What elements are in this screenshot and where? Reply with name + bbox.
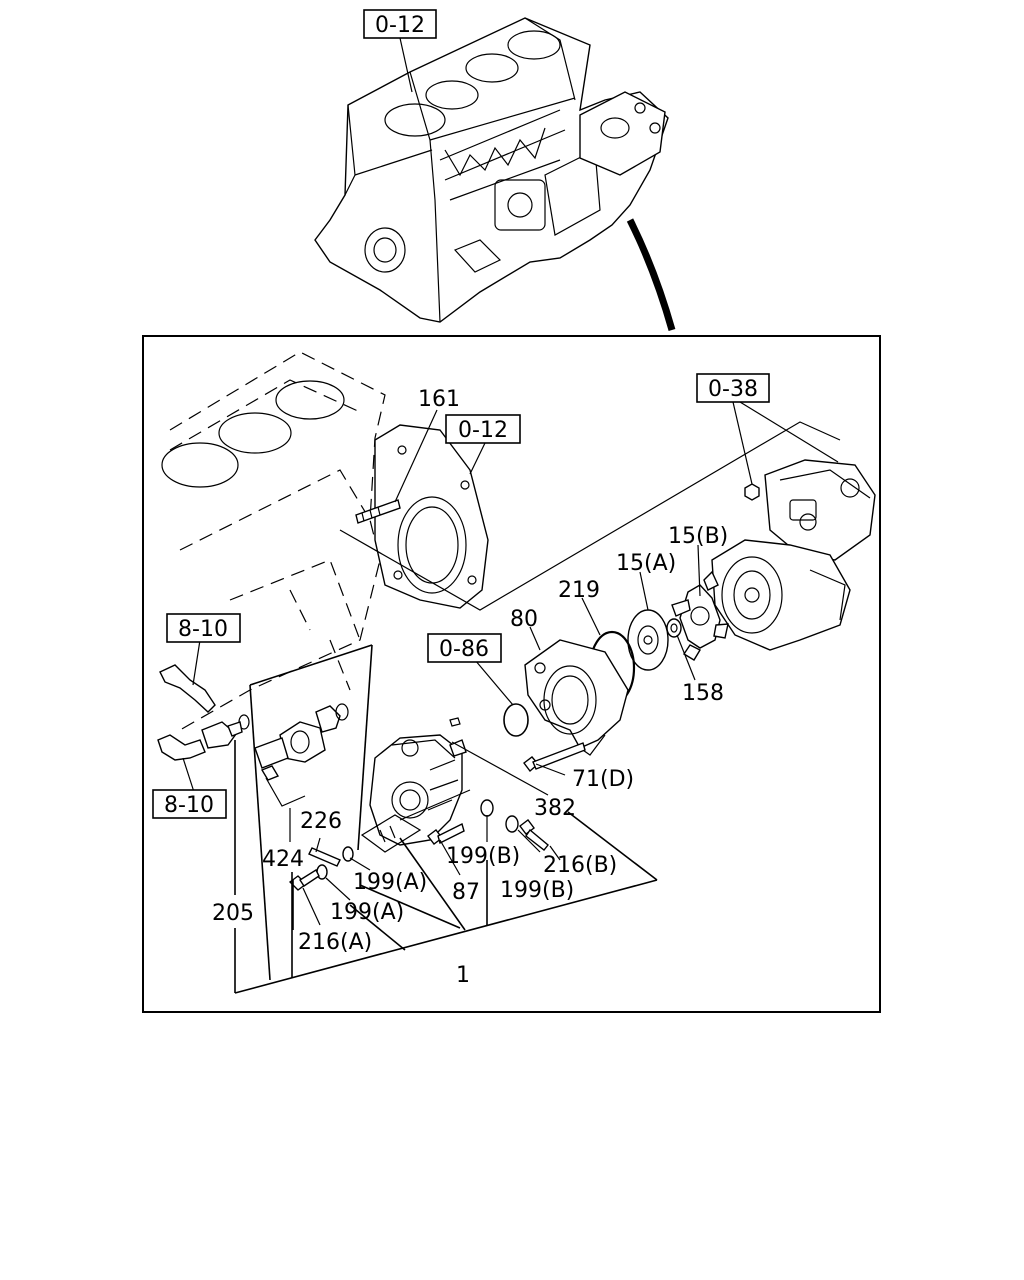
mount-reference-line bbox=[339, 421, 841, 611]
ref-box-oil-pipe-lower[interactable]: 8-10 bbox=[152, 789, 227, 819]
bolt-216b bbox=[519, 819, 549, 851]
ref-box-engine-block[interactable]: 0-12 bbox=[363, 9, 437, 39]
callout-226: 226 bbox=[300, 809, 342, 834]
stud-226 bbox=[308, 847, 341, 867]
oil-pipe-upper bbox=[159, 664, 216, 713]
cylinder-bore-2 bbox=[218, 412, 292, 454]
washer-199b-upper bbox=[480, 799, 494, 817]
detail-frame bbox=[142, 335, 881, 1013]
callout-158: 158 bbox=[682, 681, 724, 706]
ref-oil-pipe-upper-text: 8-10 bbox=[178, 617, 228, 642]
ref-oring-group-text: 0-86 bbox=[439, 637, 489, 662]
air-compressor bbox=[711, 459, 876, 651]
callout-219: 219 bbox=[558, 578, 600, 603]
callout-87: 87 bbox=[452, 880, 480, 905]
callout-15b: 15(B) bbox=[668, 524, 728, 549]
ref-flywheel-housing-text: 0-12 bbox=[458, 418, 508, 443]
suction-control-valve bbox=[254, 705, 341, 807]
sensor-205 bbox=[201, 721, 243, 749]
washer-199a-upper bbox=[342, 846, 354, 862]
engine-block-overview bbox=[314, 17, 676, 331]
bolt-87 bbox=[427, 822, 465, 845]
callout-80: 80 bbox=[510, 607, 538, 632]
ref-box-compressor[interactable]: 0-38 bbox=[696, 373, 770, 403]
bolt-216a bbox=[288, 868, 320, 891]
flywheel-housing bbox=[374, 424, 489, 609]
cylinder-bore-1 bbox=[161, 442, 239, 488]
ref-box-oil-pipe-upper[interactable]: 8-10 bbox=[166, 613, 241, 643]
injection-pump bbox=[360, 717, 471, 853]
ref-box-oring-group[interactable]: 0-86 bbox=[427, 633, 502, 663]
pump-bracket-80 bbox=[524, 639, 629, 756]
callout-199b-upper: 199(B) bbox=[446, 844, 520, 869]
callout-382: 382 bbox=[534, 796, 576, 821]
cylinder-bore-3 bbox=[275, 380, 345, 420]
compressor-nut bbox=[744, 483, 760, 501]
callout-216a: 216(A) bbox=[298, 930, 372, 955]
ref-engine-block-text: 0-12 bbox=[375, 13, 425, 38]
ref-compressor-text: 0-38 bbox=[708, 377, 758, 402]
callout-71d: 71(D) bbox=[572, 767, 634, 792]
callout-161: 161 bbox=[418, 387, 460, 412]
callout-199a-lower: 199(A) bbox=[330, 900, 404, 925]
callout-1: 1 bbox=[456, 963, 470, 988]
washer-199b-lower bbox=[505, 815, 519, 833]
callout-199a-upper: 199(A) bbox=[353, 870, 427, 895]
callout-199b-lower: 199(B) bbox=[500, 878, 574, 903]
oring-valve-1 bbox=[335, 703, 349, 721]
callout-15a: 15(A) bbox=[616, 551, 676, 576]
stud-161 bbox=[355, 499, 401, 524]
callout-216b: 216(B) bbox=[543, 853, 617, 878]
callout-424: 424 bbox=[262, 847, 304, 872]
coupling-15a bbox=[627, 609, 669, 671]
oil-pipe-lower bbox=[157, 734, 206, 761]
ref-box-flywheel-housing[interactable]: 0-12 bbox=[445, 414, 521, 444]
oring-0-86 bbox=[503, 703, 529, 737]
leader-lines bbox=[182, 401, 839, 994]
callout-205: 205 bbox=[212, 901, 254, 926]
coupling-15b bbox=[671, 570, 729, 661]
engine-block-ghost bbox=[169, 351, 386, 731]
ref-oil-pipe-lower-text: 8-10 bbox=[164, 793, 214, 818]
nut-158 bbox=[666, 618, 682, 638]
bolt-71d bbox=[523, 742, 586, 773]
